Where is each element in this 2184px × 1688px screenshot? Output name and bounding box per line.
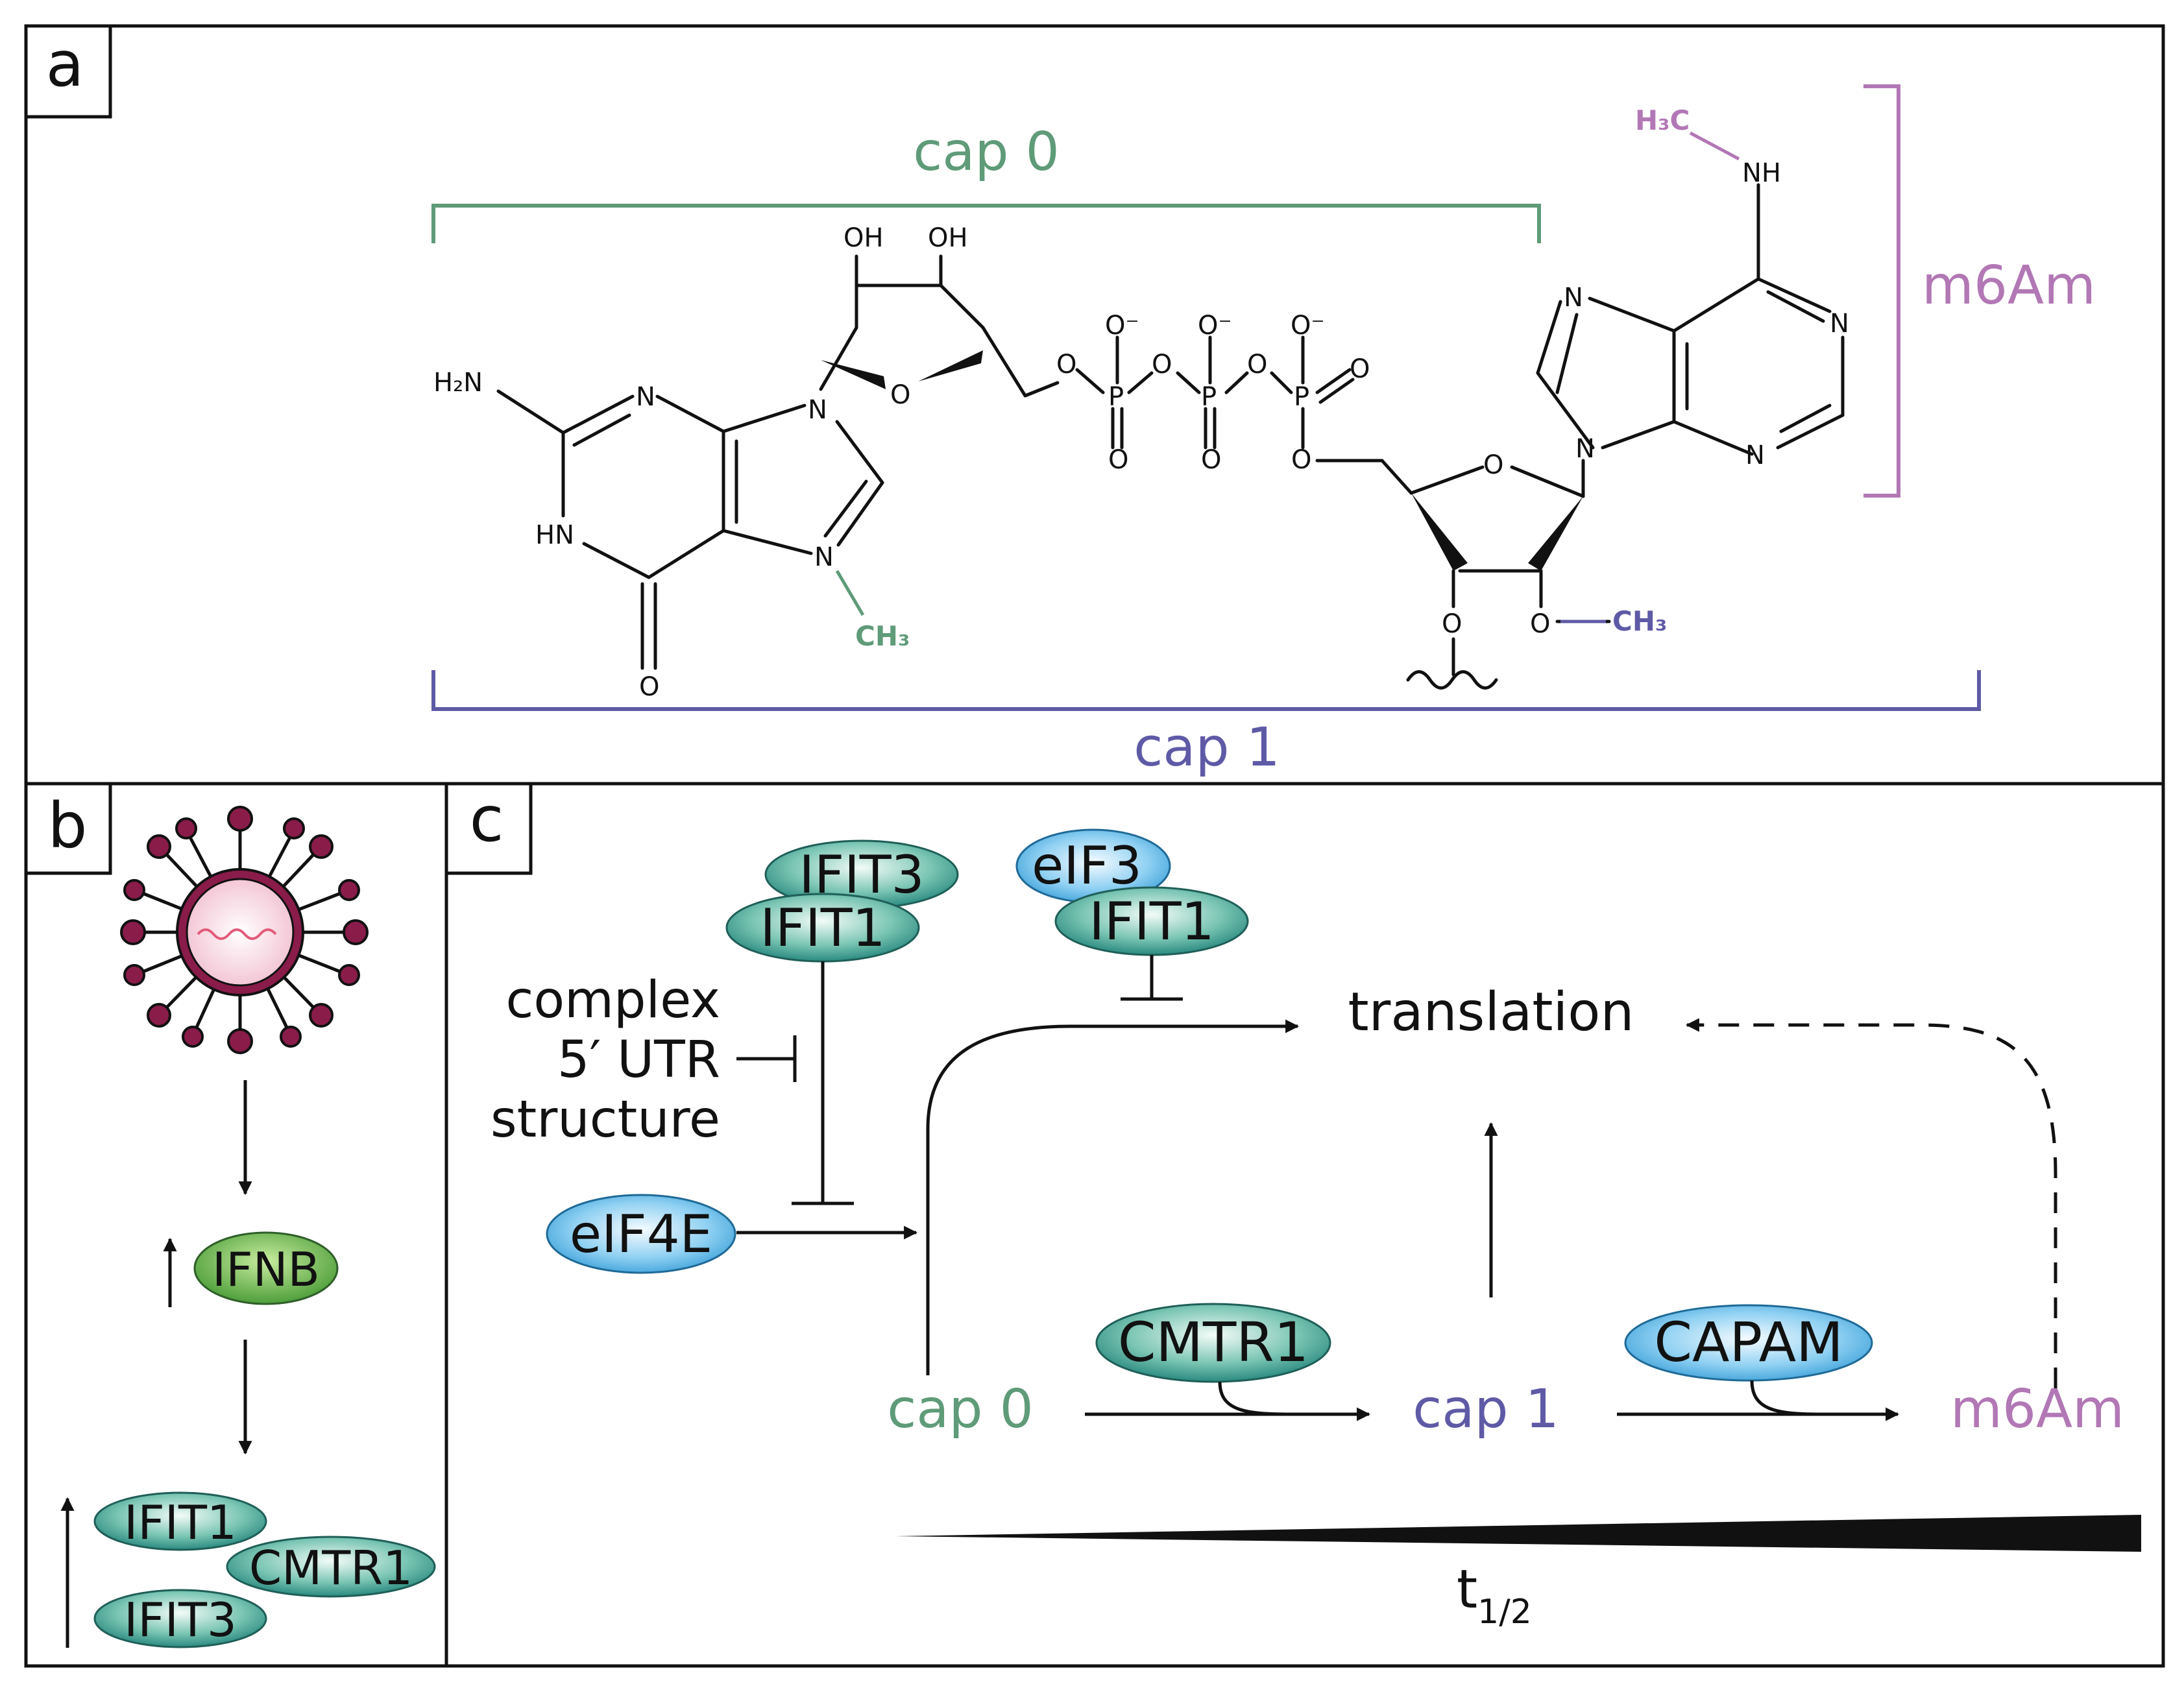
atom-h3c-n6: H₃C	[1635, 104, 1690, 136]
atom-n1-adenine: N	[1830, 309, 1849, 339]
half-life-label: t1/2	[1457, 1559, 1532, 1632]
complex-utr-line1: complex	[505, 971, 720, 1030]
atom-ominus-2: O⁻	[1198, 311, 1232, 341]
atom-o-double-2: O	[1201, 445, 1221, 475]
utr-inhibition-bar	[736, 1035, 797, 1082]
panel-b-ifit1-protein: IFIT1	[93, 1491, 267, 1551]
cap0-bracket-label: cap 0	[913, 121, 1060, 183]
atom-o-5prime-2: O	[1291, 445, 1311, 475]
arrow-m6am-to-translation	[1685, 1018, 2057, 1388]
ifnb-label: IFNB	[212, 1242, 320, 1297]
panel-c-cap0-label: cap 0	[887, 1379, 1034, 1440]
atom-o-ring-2: O	[1483, 450, 1503, 480]
panel-b-ifit3-label: IFIT3	[124, 1593, 237, 1647]
panel-b-ifit1-label: IFIT1	[124, 1495, 237, 1550]
panel-a-label-box: a	[24, 24, 112, 119]
cmtr1-catalysis-hook	[1218, 1381, 1292, 1416]
half-life-symbol: t	[1457, 1559, 1477, 1621]
complex-utr-line2: 5′ UTR	[557, 1031, 720, 1089]
atom-n9: N	[808, 395, 827, 425]
panel-c-ifit1-right-label: IFIT1	[1089, 891, 1215, 952]
atom-oh-1: OH	[843, 223, 884, 253]
panel-b-label: b	[48, 790, 88, 862]
panel-b-cmtr1-label: CMTR1	[249, 1541, 413, 1595]
panel-c-eif4e-protein: eIF4E	[546, 1194, 736, 1274]
atom-ch3-2o: CH₃	[1612, 605, 1667, 637]
n6-methyl-bond	[1689, 131, 1740, 161]
cap1-bracket	[431, 670, 1981, 711]
panel-a-label: a	[46, 28, 84, 101]
atom-ominus-1: O⁻	[1105, 311, 1139, 341]
atom-o-5prime: O	[1056, 350, 1076, 380]
panel-c-capam-protein: CAPAM	[1624, 1304, 1873, 1382]
ifit1-inhibition-bar	[792, 961, 854, 1205]
panel-c-cmtr1-protein: CMTR1	[1095, 1303, 1331, 1383]
atom-p3: P	[1294, 382, 1309, 412]
atom-o-carbonyl: O	[639, 672, 659, 702]
complex-utr-line3: structure	[491, 1091, 720, 1149]
atom-p2: P	[1201, 382, 1217, 412]
atom-labels: H₂N N HN O N N OH OH O O P O P O P O⁻ O⁻…	[433, 158, 1849, 702]
m6am-bracket-label: m6Am	[1922, 255, 2096, 317]
panel-c-ifit1-right-protein: IFIT1	[1054, 886, 1249, 956]
cap0-bracket	[431, 204, 1541, 243]
n7-methyl-bond	[835, 570, 865, 616]
eif3-ifit1-inhibition-bar	[1121, 955, 1183, 1001]
ifnb-protein: IFNB	[193, 1231, 339, 1305]
atom-n1: N	[636, 382, 655, 412]
atom-ominus-3: O⁻	[1291, 311, 1325, 341]
panel-c-eif3-label: eIF3	[1032, 836, 1142, 896]
panel-c-m6am-label: m6Am	[1950, 1379, 2124, 1440]
atom-o-2prime: O	[1530, 609, 1550, 639]
panel-b-ifit3-protein: IFIT3	[93, 1589, 267, 1648]
atom-o-double-1: O	[1108, 445, 1128, 475]
half-life-subscript: 1/2	[1477, 1593, 1532, 1632]
atom-hn: HN	[535, 520, 574, 550]
panel-b-cmtr1-protein: CMTR1	[226, 1536, 436, 1598]
panel-c-label: c	[470, 783, 504, 856]
panel-c-cap1-label: cap 1	[1413, 1379, 1559, 1440]
m6am-bracket	[1863, 84, 1900, 498]
panel-c-capam-label: CAPAM	[1654, 1310, 1843, 1374]
atom-n9-adenine: N	[1575, 434, 1595, 464]
atom-o-bridge-1: O	[1152, 350, 1172, 380]
panel-b-label-box: b	[24, 782, 112, 875]
panel-c-eif4e-label: eIF4E	[570, 1204, 712, 1264]
half-life-wedge	[895, 1515, 2141, 1552]
translation-label: translation	[1348, 982, 1634, 1043]
atom-p1: P	[1108, 382, 1124, 412]
structure-wedges	[821, 350, 1583, 571]
panel-c-ifit1-left-label: IFIT1	[760, 898, 886, 958]
atom-ch3-n7: CH₃	[855, 620, 910, 652]
panel-c-ifit1-left-protein: IFIT1	[725, 893, 920, 963]
atom-o-3prime: O	[1442, 609, 1462, 639]
panel-c-label-box: c	[444, 782, 533, 875]
arrow-cap0-to-translation	[926, 1019, 1300, 1375]
capam-catalysis-hook	[1750, 1380, 1824, 1416]
cap1-bracket-label: cap 1	[1134, 717, 1280, 778]
atom-n7: N	[814, 542, 834, 572]
atom-o-bridge-2: O	[1247, 350, 1267, 380]
atom-o-ring-1: O	[890, 380, 910, 410]
atom-h2n: H₂N	[433, 368, 483, 398]
virus-icon	[120, 806, 369, 1054]
atom-nh: NH	[1742, 158, 1781, 188]
atom-o-double-3: O	[1350, 354, 1370, 384]
atom-oh-2: OH	[928, 223, 968, 253]
panel-c-cmtr1-label: CMTR1	[1118, 1310, 1309, 1374]
structure-bonds	[496, 183, 1845, 690]
panel-c-eif3-protein: eIF3	[1015, 828, 1171, 904]
atom-n7-adenine: N	[1564, 283, 1583, 313]
atom-n3-adenine: N	[1745, 440, 1765, 470]
